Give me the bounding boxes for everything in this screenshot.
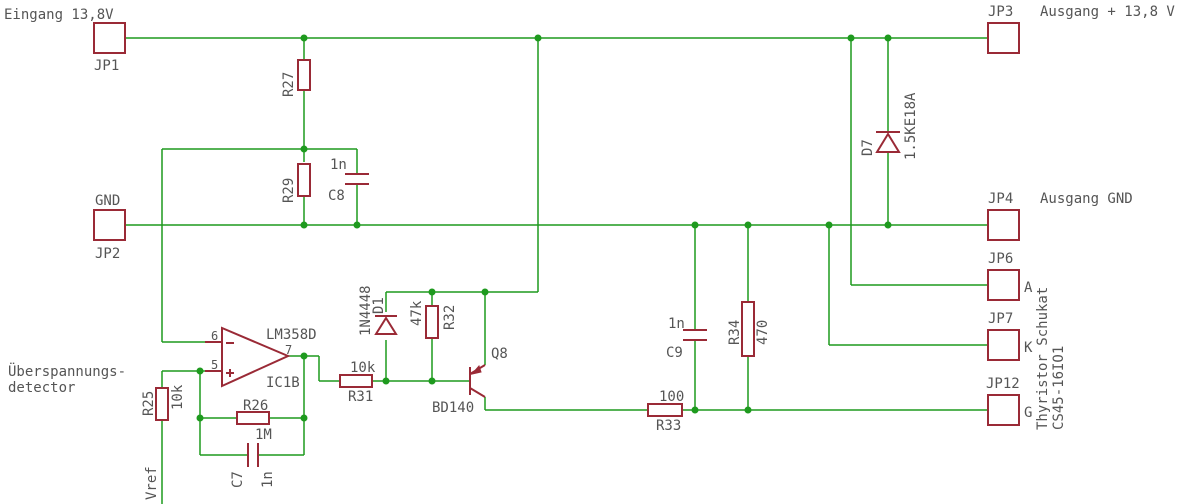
jp2-name-label: GND	[95, 193, 120, 209]
jp12-label: JP12	[986, 376, 1020, 392]
jp6-pad	[987, 269, 1020, 301]
detector-label-line1: Überspannungs-	[8, 362, 126, 380]
r33-label: R33	[656, 418, 681, 434]
pin-k-label: K	[1024, 340, 1033, 356]
connector-pads	[93, 22, 1020, 426]
c9-label: C9	[666, 345, 683, 361]
r32-value-label: 47k	[409, 300, 425, 326]
d7-value-label: 1.5KE18A	[903, 92, 919, 160]
c8-capacitor	[345, 173, 369, 185]
q8-label: Q8	[491, 346, 508, 362]
r31-resistor	[339, 374, 373, 388]
q8-transistor	[469, 364, 486, 398]
thyristor-label: Thyristor Schukat	[1035, 287, 1051, 430]
pin-a-label: A	[1024, 280, 1033, 296]
pin-6-label: 6	[211, 329, 218, 343]
r27-resistor	[297, 59, 311, 91]
jp2-pad	[93, 209, 126, 241]
jp1-pad	[93, 22, 126, 54]
d1-diode	[374, 315, 398, 335]
jp2-label: JP2	[95, 246, 120, 262]
r29-label: R29	[281, 178, 297, 203]
pin-7-label: 7	[285, 343, 292, 357]
ic-unit-label: IC1B	[266, 375, 300, 391]
jp3-label: JP3	[988, 4, 1013, 20]
c9-value-label: 1n	[668, 316, 685, 332]
d1-value-label: 1N4448	[358, 285, 374, 336]
d7-label: D7	[860, 139, 876, 156]
ic-name-label: LM358D	[266, 327, 317, 343]
r26-resistor	[236, 411, 270, 425]
jp1-label: JP1	[94, 58, 119, 74]
r33-value-label: 100	[659, 389, 684, 405]
output-gnd-label: Ausgang GND	[1040, 191, 1133, 207]
c8-value-label: 1n	[330, 157, 347, 173]
wires	[125, 37, 988, 504]
d7-diode	[875, 131, 901, 153]
c8-label: C8	[328, 188, 345, 204]
jp6-label: JP6	[988, 251, 1013, 267]
pin-5-label: 5	[211, 358, 218, 372]
r31-label: R31	[348, 389, 373, 405]
c7-value-label: 1n	[260, 471, 276, 488]
r27-label: R27	[281, 72, 297, 97]
r25-value-label: 10k	[170, 384, 186, 410]
ic1b-opamp	[205, 326, 291, 388]
r29-resistor	[297, 163, 311, 197]
c7-label: C7	[230, 471, 246, 488]
c7-capacitor	[247, 443, 259, 467]
jp7-pad	[987, 329, 1020, 361]
r26-label: R26	[243, 398, 268, 414]
junctions	[196, 34, 892, 422]
r25-resistor	[155, 387, 169, 421]
r33-resistor	[647, 403, 683, 417]
q8-value-label: BD140	[432, 400, 474, 416]
jp12-pad	[987, 394, 1020, 426]
d1-label: D1	[371, 297, 387, 314]
r32-label: R32	[442, 305, 458, 330]
r25-label: R25	[141, 391, 157, 416]
jp4-label: JP4	[988, 191, 1013, 207]
jp3-pad	[987, 22, 1020, 54]
vref-label: Vref	[144, 466, 160, 500]
input-label: Eingang 13,8V	[4, 7, 114, 23]
r26-value-label: 1M	[255, 427, 272, 443]
r34-label: R34	[727, 320, 743, 345]
r31-value-label: 10k	[350, 360, 376, 376]
thyristor-part-label: CS45-16IO1	[1051, 346, 1067, 430]
detector-label-line2: detector	[8, 380, 75, 396]
jp7-label: JP7	[988, 311, 1013, 327]
r34-resistor	[741, 301, 755, 357]
c9-capacitor	[683, 329, 707, 341]
jp4-pad	[987, 209, 1020, 241]
r34-value-label: 470	[755, 320, 771, 345]
r32-resistor	[425, 305, 439, 339]
pin-g-label: G	[1024, 405, 1032, 421]
output-plus-label: Ausgang + 13,8 V	[1040, 4, 1175, 20]
